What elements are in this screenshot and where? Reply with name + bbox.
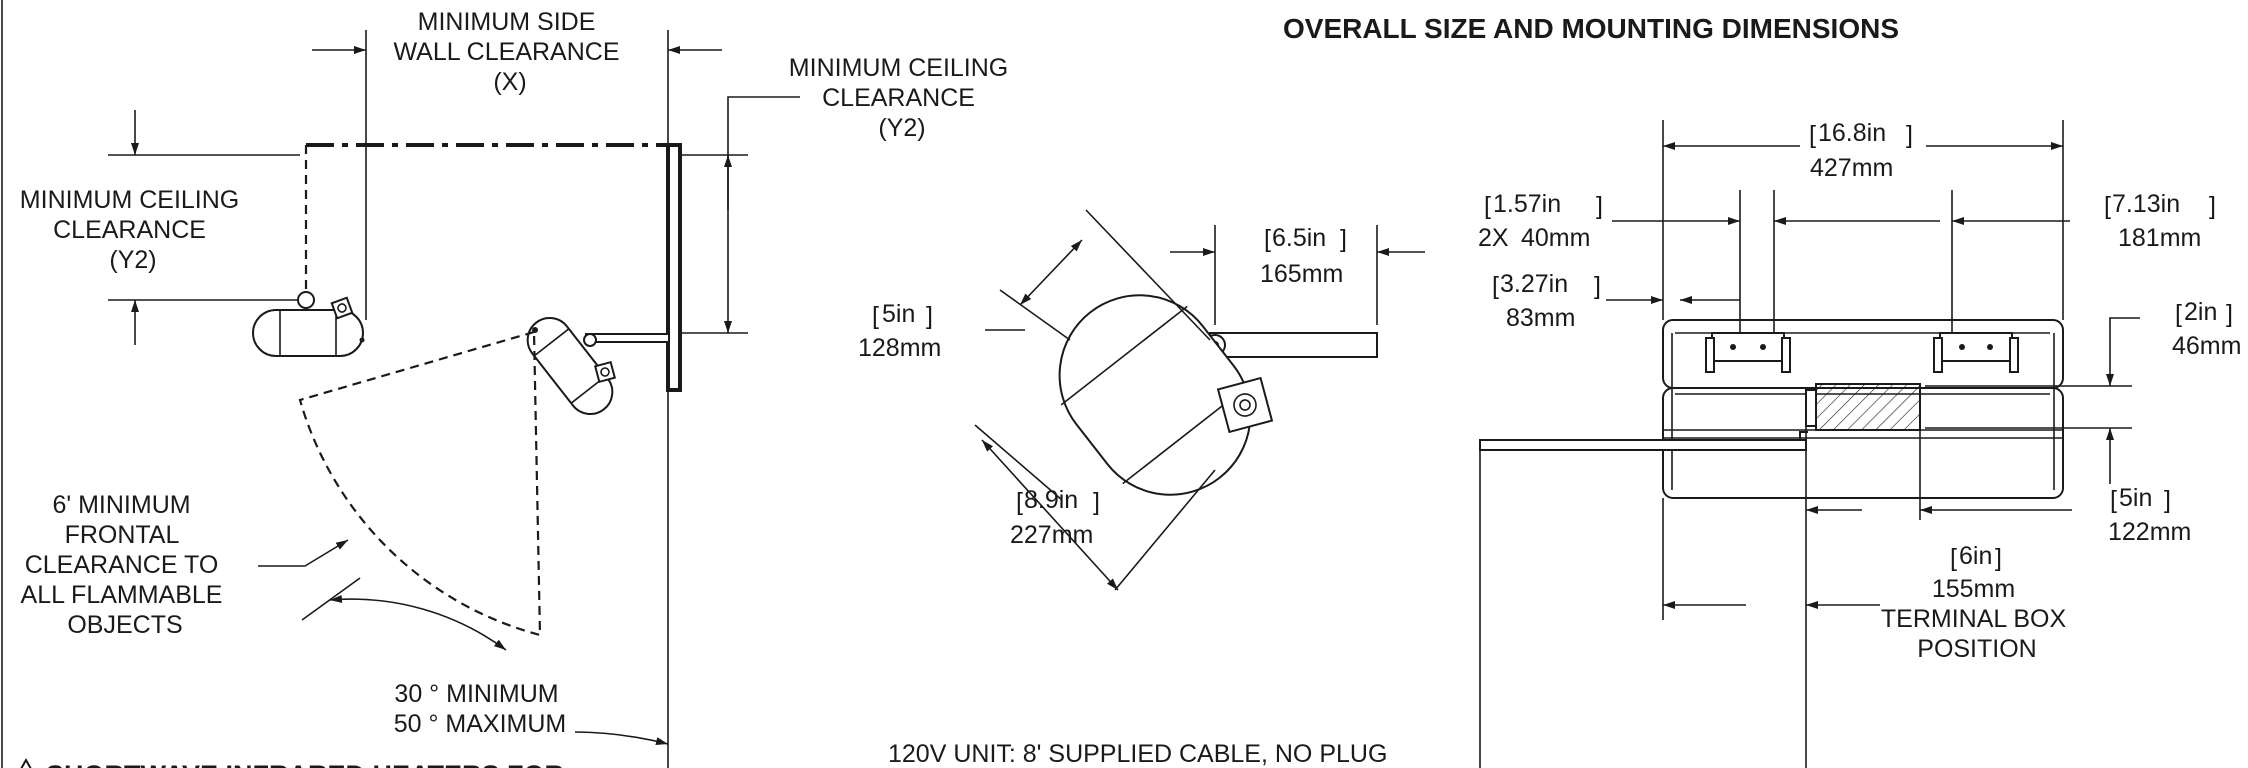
drawing-title: OVERALL SIZE AND MOUNTING DIMENSIONS [1283,13,1899,44]
extension-line [999,289,1071,341]
box-height-mm: 46mm [2172,332,2241,360]
warning-triangle-icon [20,757,32,768]
leader-arrow [258,539,349,567]
ceiling-clearance-label-left: MINIMUM CEILING CLEARANCE (Y2) [20,186,246,274]
supply-cable [1479,439,1807,451]
right-front-view: [ 16.8in ] 427mm [ 1.57in ] 2X 40mm [ 7.… [1478,119,2241,768]
bracket-right: ] [2209,192,2216,220]
bracket-offset-prefix: 2X [1478,224,1509,252]
box-height-in: 2in [2184,298,2217,326]
bracket-right: ] [1093,488,1100,516]
bracket-right: ] [2164,486,2171,514]
extension-line [1114,469,1216,591]
diameter-mm: 227mm [1010,521,1093,549]
left-installation-view: MINIMUM SIDE WALL CLEARANCE (X) MINIMUM … [1,0,1015,768]
box-width-mm: 122mm [2108,518,2191,546]
bracket-edge-mm: 83mm [1506,304,1575,332]
depth-dimension-line [1019,239,1083,306]
frontal-clearance-label: 6' MINIMUM FRONTAL CLEARANCE TO ALL FLAM… [21,491,230,639]
bracket-right: ] [1594,272,1601,300]
bracket-right: ] [2226,300,2233,328]
terminal-box-hatched [1815,383,1921,431]
mounting-bracket-left [1705,332,1791,373]
cable-gland [1805,389,1817,427]
bracket-left: [ [1809,121,1816,149]
bracket-left: [ [1016,488,1023,516]
width-in: 6.5in [1272,224,1326,252]
heater-ceiling-mount [252,291,365,357]
leader-line [2109,317,2140,330]
leader-line [727,96,800,210]
bracket-spacing-in: 7.13in [2112,190,2180,218]
mounting-arm [1209,332,1378,358]
bracket-left: [ [2104,192,2111,220]
side-wall-clearance-label: MINIMUM SIDE WALL CLEARANCE (X) [394,8,627,96]
bracket-offset-in: 1.57in [1493,190,1561,218]
bracket-left: [ [872,302,879,330]
ceiling-clearance-label-right: MINIMUM CEILING CLEARANCE (Y2) [789,54,1015,142]
overall-length-mm: 427mm [1810,154,1893,182]
bracket-left: [ [2110,486,2117,514]
bracket-right: ] [1340,225,1347,253]
cable-note: 120V UNIT: 8' SUPPLIED CABLE, NO PLUG [888,740,1387,768]
bracket-right: ] [926,302,933,330]
side-wall [666,143,682,392]
frontal-clearance-zone [298,330,542,637]
bracket-edge-in: 3.27in [1500,270,1568,298]
bracket-right: ] [1906,121,1913,149]
bracket-left: [ [1950,544,1957,572]
bracket-left: [ [1484,192,1491,220]
terminal-box [1216,376,1274,434]
terminal-position-label: 155mm TERMINAL BOX POSITION [1881,575,2073,663]
bracket-right: ] [1596,192,1603,220]
angle-arc [329,595,507,651]
middle-side-view: [ 6.5in ] 165mm [ 5in ] 128mm [ 8.9in ] … [858,209,1425,768]
bracket-left: [ [1264,225,1271,253]
depth-mm: 128mm [858,334,941,362]
terminal-position-in: 6in [1959,542,1992,570]
diameter-dimension-line [981,439,1119,591]
heater-wall-mount [526,316,668,416]
bracket-offset-mm: 40mm [1521,224,1590,252]
width-mm: 165mm [1260,260,1343,288]
bracket-right: ] [1995,544,2002,572]
depth-in: 5in [882,300,915,328]
angle-label: 30 ° MINIMUM 50 ° MAXIMUM [394,680,567,738]
bracket-left: [ [2175,300,2182,328]
bracket-spacing-mm: 181mm [2118,224,2201,252]
leader-arrow [574,731,669,745]
overall-length-in: 16.8in [1818,119,1886,147]
ceiling-wall-outline [306,143,682,390]
mounting-bracket-right [1933,332,2019,373]
diameter-in: 8.9in [1024,486,1078,514]
footnote-text: SHORTWAVE INFRARED HEATERS FOR [46,760,564,768]
extension-line [1085,209,1211,341]
bracket-left: [ [1492,272,1499,300]
box-width-in: 5in [2119,484,2152,512]
